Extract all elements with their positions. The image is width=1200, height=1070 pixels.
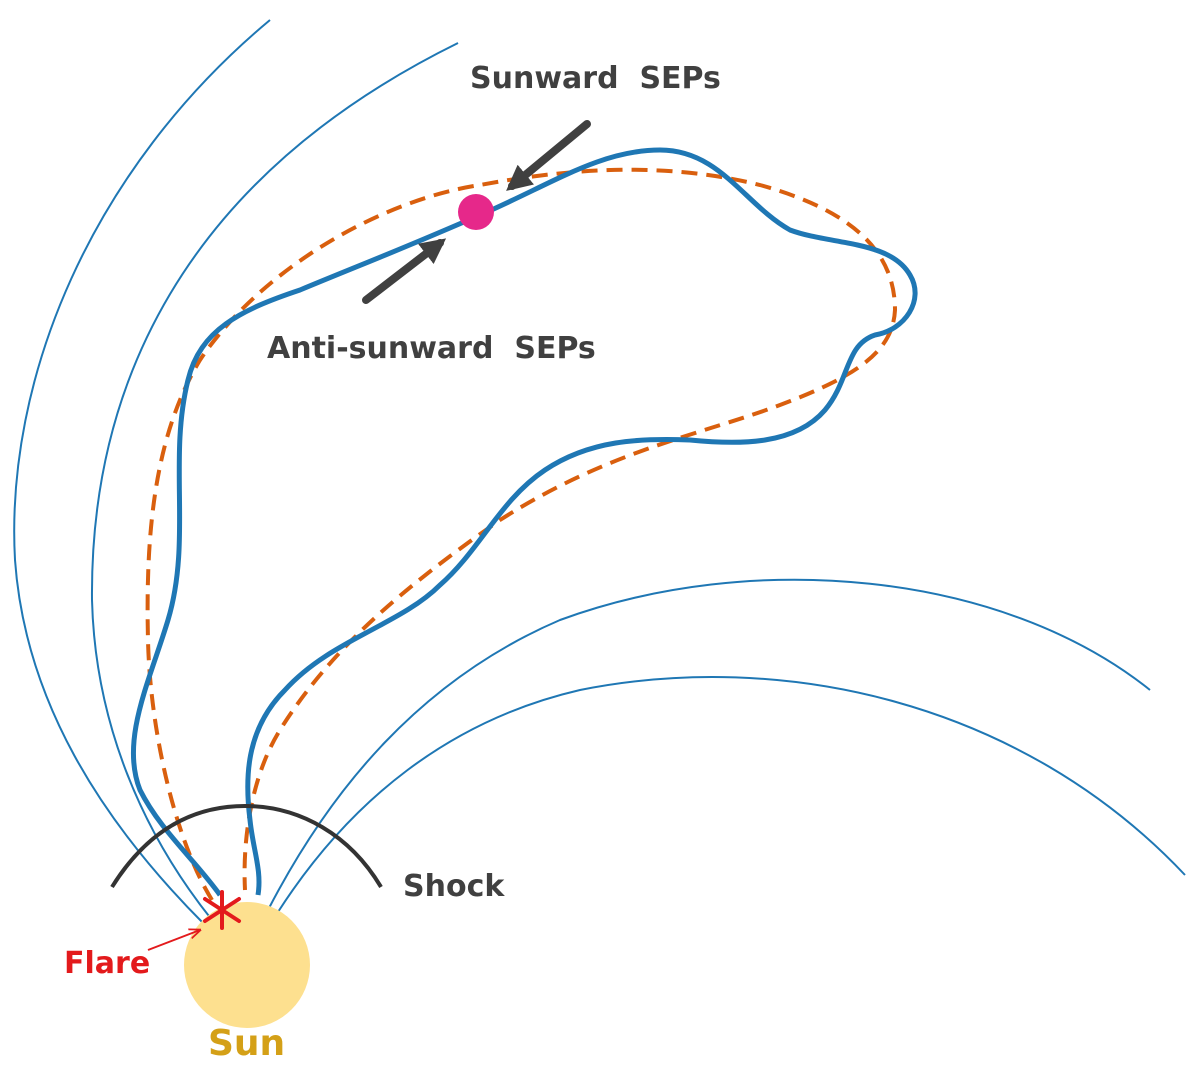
anti-sunward-sep-arrow	[362, 238, 447, 304]
observer-spacecraft	[458, 194, 494, 230]
open-field-line	[277, 676, 1186, 913]
open-field-line	[13, 19, 271, 926]
shock-front	[110, 803, 383, 889]
flare-pointer-arrow	[147, 930, 200, 951]
anti-sunward-seps-label: Anti-sunward SEPs	[267, 331, 596, 366]
open-field-line	[90, 42, 459, 921]
shock-label: Shock	[403, 869, 505, 904]
sun-disk	[184, 902, 310, 1028]
open-field-line	[267, 578, 1151, 911]
flare-star-icon	[203, 890, 241, 930]
sunward-sep-arrow	[506, 120, 591, 191]
sunward-seps-label: Sunward SEPs	[470, 61, 721, 96]
flux-rope-dashed	[145, 167, 898, 902]
sun-label: Sun	[208, 1023, 285, 1064]
flux-rope-field-line	[130, 147, 918, 897]
flare-label: Flare	[64, 946, 150, 981]
